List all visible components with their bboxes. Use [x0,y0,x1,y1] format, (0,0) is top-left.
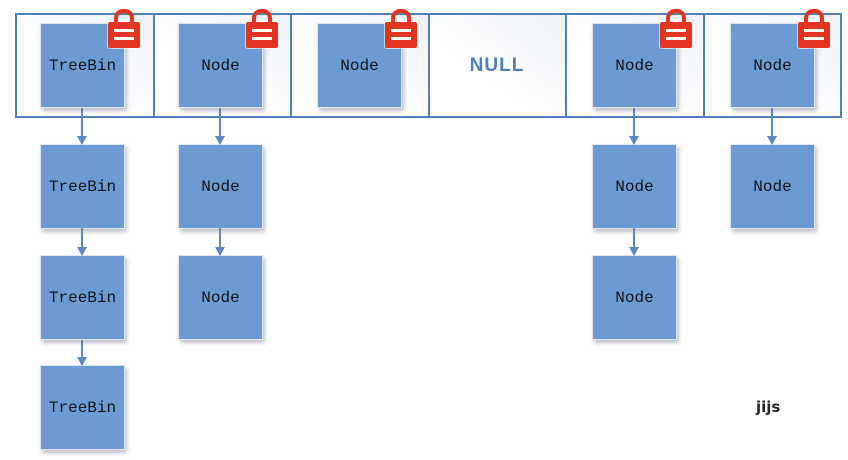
node-label: TreeBin [48,288,117,307]
arrow-down-icon [215,228,225,256]
bucket-box-node: Node [178,9,278,108]
node-label: Node [201,177,240,196]
arrow-down-icon [77,340,87,366]
bucket-box-node: Node [592,9,692,108]
node-label: Node [753,56,792,75]
lock-icon [660,9,692,48]
lock-icon [798,9,830,48]
arrow-down-icon [77,228,87,256]
node-label: TreeBin [48,177,117,196]
bucket-cell-4 [427,15,565,116]
chain-box-treebin: TreeBin [40,144,125,229]
watermark-text: jijs [756,398,781,416]
chain-box-node: Node [592,255,677,340]
lock-icon [246,9,278,48]
node-label: Node [201,288,240,307]
arrow-down-icon [629,108,639,145]
chain-box-node: Node [178,144,263,229]
arrow-down-icon [629,228,639,256]
chain-box-node: Node [178,255,263,340]
bucket-box-node: Node [317,9,417,108]
bucket-box-treebin: TreeBin [40,9,140,108]
arrow-down-icon [767,108,777,145]
node-label: Node [615,56,654,75]
node-label: Node [201,56,240,75]
node-label: TreeBin [48,398,117,417]
arrow-down-icon [215,108,225,145]
node-label: Node [615,288,654,307]
node-label: Node [753,177,792,196]
lock-icon [385,9,417,48]
chain-box-treebin: TreeBin [40,255,125,340]
chain-box-treebin: TreeBin [40,365,125,450]
node-label: Node [340,56,379,75]
lock-icon [108,9,140,48]
chain-box-node: Node [592,144,677,229]
chain-box-node: Node [730,144,815,229]
bucket-box-node: Node [730,9,830,108]
node-label: TreeBin [48,56,117,75]
null-label: NULL [469,54,525,76]
arrow-down-icon [77,108,87,145]
node-label: Node [615,177,654,196]
